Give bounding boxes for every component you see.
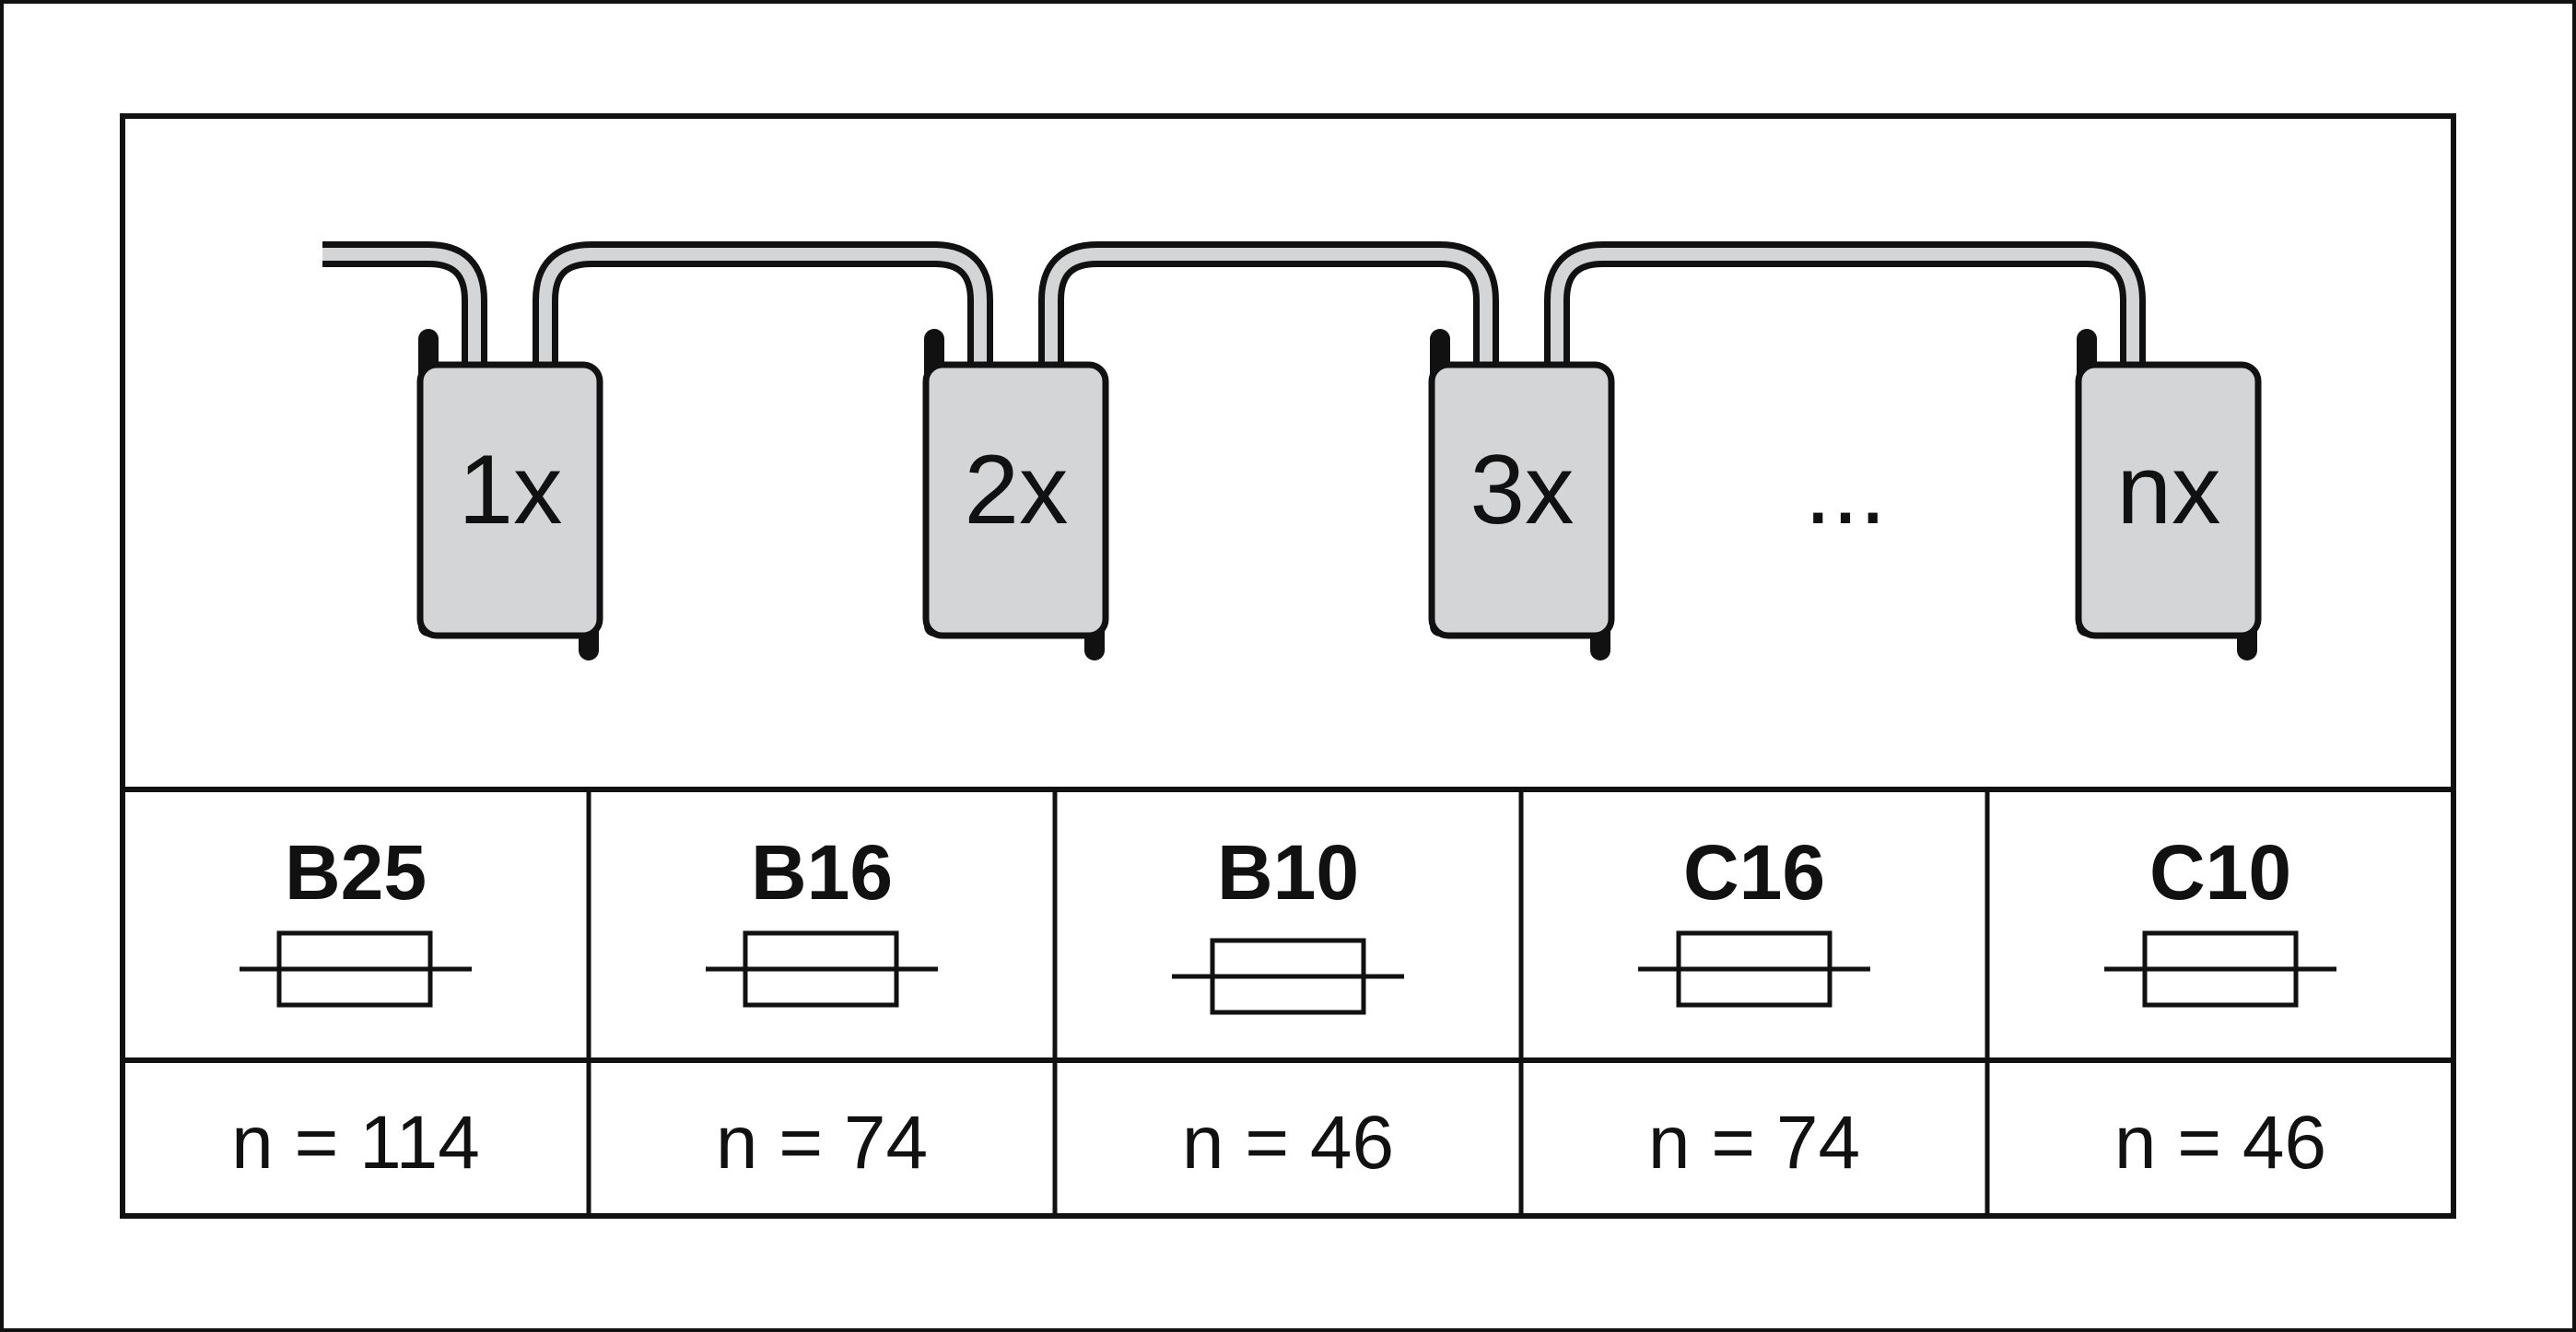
unit-2x: 2x xyxy=(922,329,1109,660)
unit-2x-housing xyxy=(922,361,1109,639)
unit-nx-label: nx xyxy=(2116,434,2220,544)
breaker-name: B25 xyxy=(285,829,427,916)
diagram-frame xyxy=(120,113,2456,1219)
breaker-cell-b10: B10 n = 46 xyxy=(1172,829,1404,1185)
jumper-cable-2-3-core xyxy=(1045,248,1493,364)
unit-3x-label: 3x xyxy=(1469,434,1574,544)
circuit-count: n = 74 xyxy=(716,1101,928,1185)
breaker-name: B16 xyxy=(751,829,893,916)
breaker-cell-c10: C10 n = 46 xyxy=(2104,829,2336,1185)
circuit-count: n = 114 xyxy=(231,1101,480,1185)
jumper-cable-1-2-core xyxy=(539,248,987,364)
breaker-cell-b16: B16 n = 74 xyxy=(706,829,938,1185)
jumper-cable-1-2 xyxy=(533,241,993,364)
unit-3x-housing xyxy=(1428,361,1615,639)
circuit-count: n = 74 xyxy=(1648,1101,1860,1185)
unit-nx: nx xyxy=(2075,329,2262,660)
unit-1x: 1x xyxy=(416,329,603,660)
breaker-name: C16 xyxy=(1683,829,1825,916)
breaker-name: B10 xyxy=(1217,829,1359,916)
unit-2x-label: 2x xyxy=(964,434,1068,544)
circuit-count: n = 46 xyxy=(2114,1101,2326,1185)
breaker-name: C10 xyxy=(2149,829,2291,916)
ellipsis: ... xyxy=(1804,434,1886,544)
feed-cable-core xyxy=(322,248,481,364)
unit-1x-label: 1x xyxy=(458,434,562,544)
breaker-cell-b25: B25 n = 114 xyxy=(231,829,480,1185)
cable-chain xyxy=(322,241,2146,364)
jumper-cable-2-3 xyxy=(1038,241,1499,364)
feed-cable-outline xyxy=(322,241,487,364)
jumper-cable-3-n-core xyxy=(1551,248,2139,364)
unit-nx-housing xyxy=(2075,361,2262,639)
jumper-cable-3-n xyxy=(1544,241,2146,364)
circuit-count: n = 46 xyxy=(1182,1101,1394,1185)
unit-3x: 3x xyxy=(1428,329,1615,660)
breaker-cell-c16: C16 n = 74 xyxy=(1638,829,1870,1185)
unit-1x-housing xyxy=(416,361,603,639)
